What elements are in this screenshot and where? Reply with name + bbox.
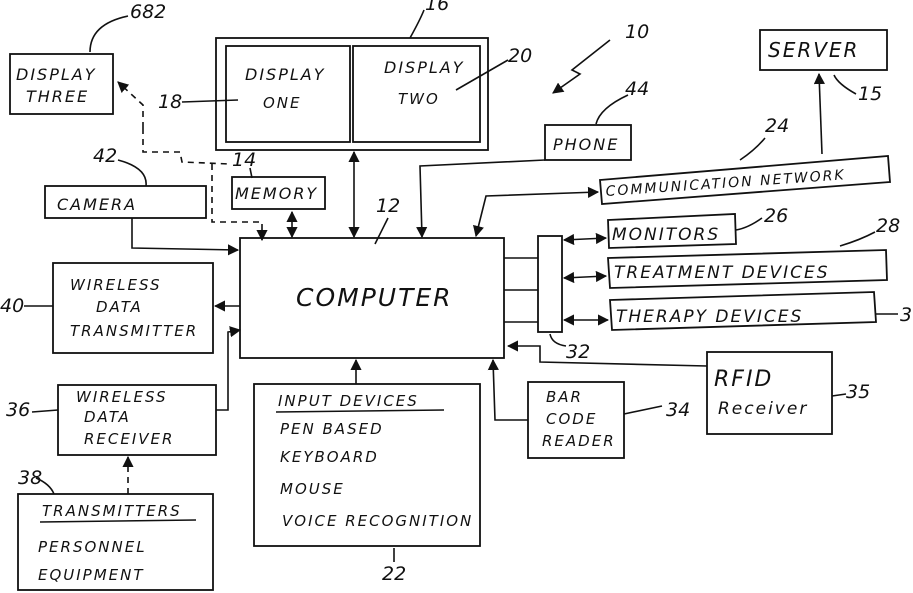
barcode-reader-box: BAR CODE READER 34: [493, 360, 690, 458]
svg-text:SERVER: SERVER: [768, 38, 859, 62]
ref-14: 14: [232, 149, 256, 171]
svg-text:DISPLAY: DISPLAY: [384, 58, 464, 77]
svg-text:MONITORS: MONITORS: [612, 225, 720, 245]
svg-text:COMPUTER: COMPUTER: [296, 283, 453, 312]
svg-text:PEN BASED: PEN BASED: [280, 420, 384, 438]
svg-text:WIRELESS: WIRELESS: [76, 388, 168, 406]
display-one: DISPLAY ONE 18: [158, 65, 325, 113]
ref-32: 32: [566, 341, 590, 363]
camera-box: CAMERA 42: [45, 145, 238, 250]
ref-28: 28: [876, 215, 900, 237]
ref-12: 12: [376, 195, 400, 217]
ref-3: 3: [900, 304, 912, 326]
svg-text:TREATMENT DEVICES: TREATMENT DEVICES: [614, 263, 830, 283]
svg-text:TRANSMITTERS: TRANSMITTERS: [42, 502, 182, 520]
ref-42: 42: [93, 145, 117, 167]
ref-10-arrow: [553, 40, 610, 93]
communication-network-box: COMMUNICATION NETWORK 24: [476, 115, 890, 236]
svg-text:CODE: CODE: [546, 410, 597, 428]
svg-text:RECEIVER: RECEIVER: [84, 430, 174, 448]
svg-text:DATA: DATA: [96, 298, 143, 316]
svg-text:Receiver: Receiver: [718, 399, 808, 419]
phone-box: PHONE 44: [420, 78, 649, 237]
therapy-devices-box: THERAPY DEVICES 3: [564, 292, 912, 330]
ref-36: 36: [6, 399, 30, 421]
monitors-box: MONITORS 26: [564, 205, 788, 248]
memory-box: MEMORY 14: [232, 149, 325, 209]
ref-10: 10: [625, 21, 649, 43]
input-devices-box: INPUT DEVICES PEN BASED KEYBOARD MOUSE V…: [254, 360, 480, 585]
svg-text:TRANSMITTER: TRANSMITTER: [70, 322, 198, 340]
ref-38: 38: [18, 467, 42, 489]
svg-text:DISPLAY: DISPLAY: [245, 65, 325, 84]
ref-682: 682: [130, 1, 166, 23]
svg-text:MEMORY: MEMORY: [235, 184, 318, 203]
wireless-data-transmitter-box: WIRELESS DATA TRANSMITTER 40: [0, 263, 240, 353]
svg-text:VOICE RECOGNITION: VOICE RECOGNITION: [282, 512, 473, 530]
svg-text:ONE: ONE: [263, 94, 302, 112]
svg-text:MOUSE: MOUSE: [280, 480, 345, 498]
computer-box: COMPUTER 12: [240, 195, 504, 358]
svg-text:TWO: TWO: [398, 90, 440, 108]
ref-40: 40: [0, 295, 24, 317]
ref-24: 24: [765, 115, 789, 137]
display-three-box: DISPLAY THREE 682: [10, 1, 166, 114]
ref-44: 44: [625, 78, 649, 100]
svg-text:THERAPY DEVICES: THERAPY DEVICES: [616, 307, 803, 327]
svg-text:DISPLAY: DISPLAY: [16, 65, 96, 84]
hub-32: 32: [504, 236, 590, 363]
ref-34: 34: [666, 399, 690, 421]
svg-text:PERSONNEL: PERSONNEL: [38, 538, 147, 556]
svg-text:BAR: BAR: [546, 388, 583, 406]
svg-text:THREE: THREE: [26, 87, 89, 106]
svg-text:KEYBOARD: KEYBOARD: [280, 448, 379, 466]
svg-text:CAMERA: CAMERA: [57, 195, 137, 214]
transmitters-box: TRANSMITTERS PERSONNEL EQUIPMENT 38: [18, 457, 213, 590]
display-two: DISPLAY TWO 20: [384, 45, 532, 108]
ref-35: 35: [846, 381, 870, 403]
ref-15: 15: [858, 83, 882, 105]
ref-18: 18: [158, 91, 182, 113]
ref-26: 26: [764, 205, 788, 227]
wireless-data-receiver-box: WIRELESS DATA RECEIVER 36: [6, 330, 240, 455]
svg-text:DATA: DATA: [84, 408, 131, 426]
svg-text:PHONE: PHONE: [553, 135, 619, 154]
ref-16: 16: [425, 0, 449, 15]
svg-text:EQUIPMENT: EQUIPMENT: [38, 566, 145, 584]
svg-text:INPUT DEVICES: INPUT DEVICES: [278, 392, 419, 410]
svg-text:READER: READER: [542, 432, 616, 450]
svg-text:WIRELESS: WIRELESS: [70, 276, 162, 294]
ref-20: 20: [508, 45, 532, 67]
ref-22: 22: [382, 563, 406, 585]
svg-text:RFID: RFID: [714, 367, 773, 392]
